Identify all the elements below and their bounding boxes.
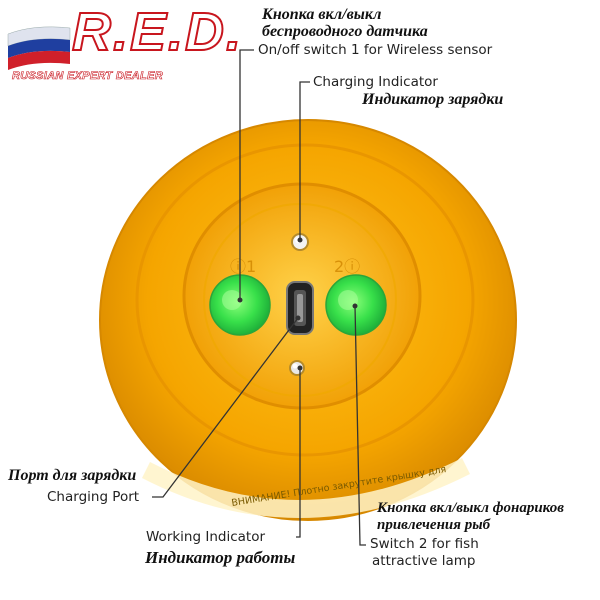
leader-charging-port — [152, 317, 299, 498]
charging-port-label-ru: Порт для зарядки — [8, 467, 137, 484]
charging-port[interactable] — [286, 281, 314, 335]
switch2-label-en-2: attractive lamp — [372, 553, 476, 569]
charging-indicator-label-ru: Индикатор зарядки — [362, 91, 504, 108]
switch1-label-ru-2: беспроводного датчика — [262, 23, 428, 40]
switch1-label-en: On/off switch 1 for Wireless sensor — [258, 42, 493, 58]
switch1-label-ru-1: Кнопка вкл/выкл — [262, 6, 382, 23]
switch2-label-ru-2: привлечения рыб — [377, 517, 491, 533]
leader-charging-indicator — [299, 81, 310, 240]
svg-text:ⓘ1: ⓘ1 — [230, 257, 256, 276]
logo-subtitle: RUSSIAN EXPERT DEALER — [12, 70, 163, 83]
leader-working-indicator — [296, 368, 301, 538]
russian-flag-icon — [7, 26, 71, 70]
logo-brand: R.E.D. — [71, 1, 244, 63]
charging-indicator-label-en: Charging Indicator — [313, 74, 438, 90]
warning-label-band — [142, 458, 470, 519]
working-indicator-label-en: Working Indicator — [146, 529, 266, 545]
switch2-label-en-1: Switch 2 for fish — [370, 536, 479, 552]
svg-text:2ⓘ: 2ⓘ — [334, 257, 360, 276]
charging-port-label-en: Charging Port — [47, 489, 140, 505]
leader-switch1 — [239, 49, 254, 300]
leader-switch2 — [354, 305, 366, 546]
working-indicator-label-ru: Индикатор работы — [145, 548, 296, 567]
switch2-label-ru-1: Кнопка вкл/выкл фонариков — [377, 500, 564, 516]
